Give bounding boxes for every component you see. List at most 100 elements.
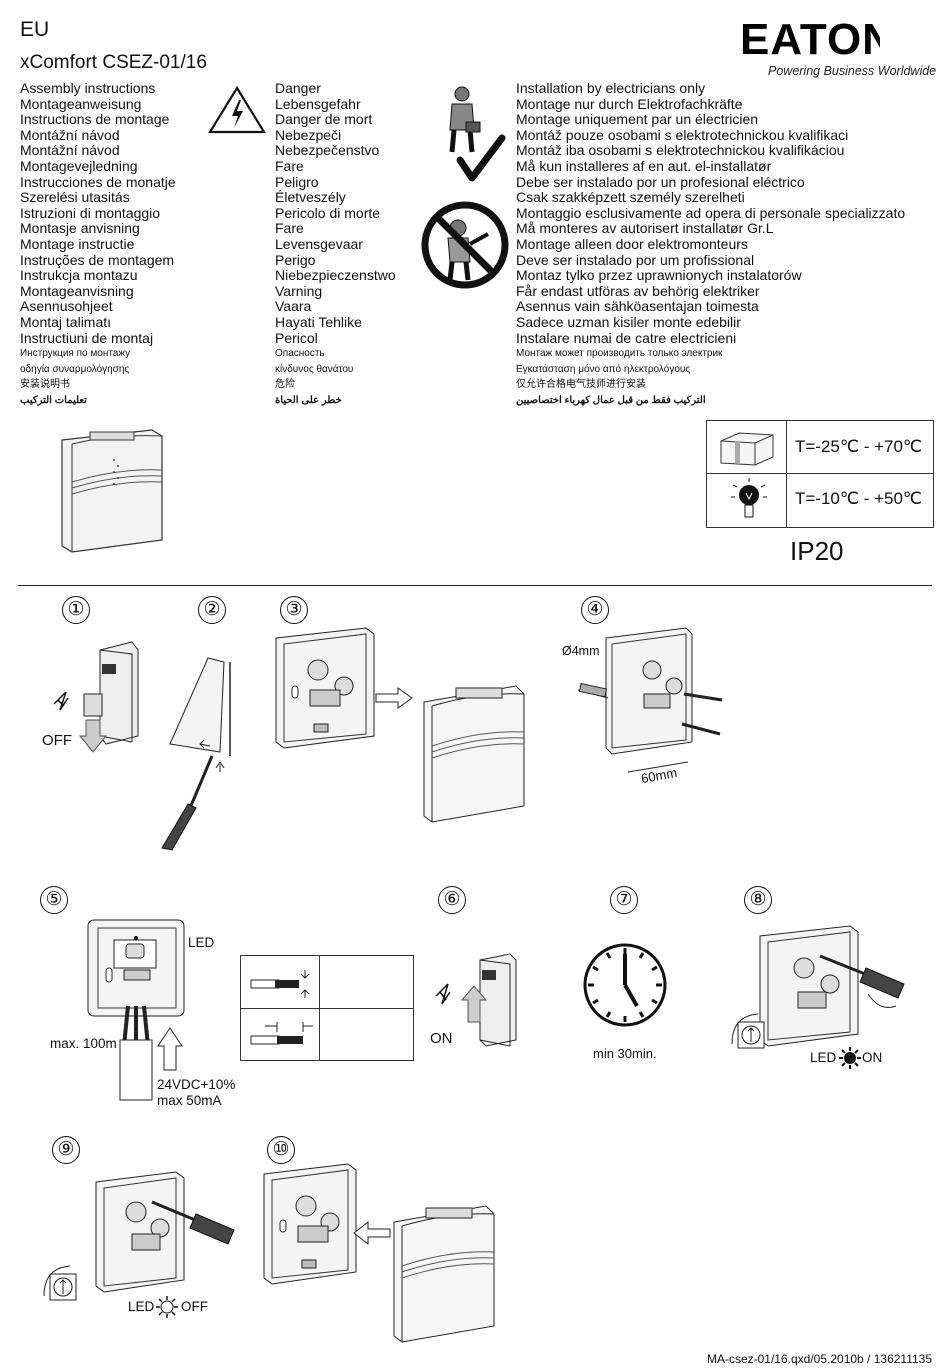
list-item: Montage nur durch Elektrofachkräfte xyxy=(516,95,743,112)
list-item: Pericolo di morte xyxy=(275,204,381,221)
list-item: Asennusohjeet xyxy=(20,298,113,315)
step-number-7: ⑦ xyxy=(610,886,638,914)
step-number-2: ② xyxy=(198,596,226,624)
list-item: Må monteres av autorisert installatør Gr… xyxy=(516,220,774,237)
led-label: LED xyxy=(810,1050,837,1065)
supply-current: max 50mA xyxy=(157,1093,222,1108)
wire-strip-length-icon xyxy=(250,1022,313,1045)
base-plate-illustration xyxy=(263,1163,357,1285)
list-item: خطر على الحياة xyxy=(275,394,342,406)
brand-tagline: Powering Business Worldwide xyxy=(768,64,937,78)
region-label: EU xyxy=(20,18,50,41)
list-item: Assembly instructions xyxy=(20,80,156,96)
list-item: Életveszély xyxy=(275,189,346,206)
clock-icon xyxy=(583,943,667,1027)
list-item: Montage alleen door elektromonteurs xyxy=(516,235,748,252)
electricians-only-list: Installation by electricians only Montag… xyxy=(516,80,906,408)
step-number-6: ⑥ xyxy=(438,886,466,914)
list-item: Montageanweisung xyxy=(20,95,142,112)
list-item: Peligro xyxy=(275,173,319,190)
list-item: Montáž pouze osobami s elektrotechnickou… xyxy=(516,126,849,143)
list-item: Sadece uzman kisiler monte edebilir xyxy=(516,313,741,330)
off-label: OFF xyxy=(42,732,72,749)
list-item: Levensgevaar xyxy=(275,235,363,252)
circuit-breaker-off-illustration xyxy=(53,641,139,753)
list-item: Montage instructie xyxy=(20,235,135,252)
list-item: κίνδυνος θανάτου xyxy=(275,363,354,375)
list-item: οδηγία συναρμολόγησης xyxy=(20,363,130,375)
list-item: Niebezpieczenstwo xyxy=(275,267,396,284)
device-cover-illustration xyxy=(61,429,163,553)
list-item: Instrucciones de monatje xyxy=(20,173,176,190)
list-item: Montagevejledning xyxy=(20,157,138,174)
list-item: التركيب فقط من قبل عمال كهرباء اختصاصيين xyxy=(516,394,706,406)
wiring-illustration xyxy=(87,919,185,1101)
step-number-1: ① xyxy=(62,596,90,624)
list-item: Монтаж может производить только электрик xyxy=(516,348,723,360)
arrow-up-icon xyxy=(157,1027,183,1071)
list-item: Varning xyxy=(275,282,323,299)
step-number-10: ⑩ xyxy=(267,1136,295,1164)
step-number-9: ⑨ xyxy=(52,1136,80,1164)
screwdriver-open-cover-illustration xyxy=(161,657,231,851)
list-item: Nebezpeči xyxy=(275,126,342,143)
list-item: Montageanvisning xyxy=(20,282,134,299)
led-state-on: ON xyxy=(862,1050,883,1065)
list-item: Får endast utföras av behörig elektriker xyxy=(516,282,760,299)
list-item: Montaj talimatı xyxy=(20,313,112,330)
list-item: Instructions de montage xyxy=(20,111,170,128)
list-item: Fare xyxy=(275,220,304,237)
led-on-icon xyxy=(839,1047,861,1069)
commissioning-screwdriver-illustration xyxy=(731,925,905,1049)
arrow-left-icon xyxy=(353,1220,391,1246)
max-cable-length: max. 100m xyxy=(50,1036,117,1051)
list-item: Montážní návod xyxy=(20,142,120,159)
list-item: Debe ser instalado por un profesional el… xyxy=(516,173,805,190)
list-item: Csak szakképzett személy szerelheti xyxy=(516,189,745,206)
list-item: Lebensgefahr xyxy=(275,95,361,112)
step-number-3: ③ xyxy=(280,596,308,624)
list-item: Danger de mort xyxy=(275,111,373,128)
list-item: Montaggio esclusivamente ad opera di per… xyxy=(516,204,906,221)
list-item: Montáž iba osobami s elektrotechnickou k… xyxy=(516,142,845,159)
step-number-5: ⑤ xyxy=(40,886,68,914)
electrician-approved-icon xyxy=(449,86,506,182)
list-item: Må kun installeres af en aut. el-install… xyxy=(516,157,772,174)
document-reference: MA-csez-01/16.qxd/05.2010b / 136211135 xyxy=(706,1352,932,1366)
finish-commissioning-illustration xyxy=(43,1171,235,1301)
storage-temperature: T=-25℃ - +70℃ xyxy=(795,437,923,456)
list-item: Instrukcja montazu xyxy=(20,267,138,284)
arrow-right-icon xyxy=(375,687,413,709)
section-divider xyxy=(18,585,932,586)
list-item: Montage uniquement par un électricien xyxy=(516,111,759,128)
list-item: 危险 xyxy=(275,379,295,391)
list-item: Pericol xyxy=(275,329,318,346)
list-item: Instruções de montagem xyxy=(20,251,175,268)
wall-mounting-illustration xyxy=(577,627,723,773)
no-unqualified-person-icon xyxy=(421,201,509,289)
list-item: Fare xyxy=(275,157,304,174)
eaton-logo: EATON xyxy=(740,16,880,60)
danger-list: Danger Lebensgefahr Danger de mort Nebez… xyxy=(275,80,396,408)
list-item: Szerelési utasitás xyxy=(20,189,130,206)
base-plate-illustration xyxy=(275,627,375,749)
assembly-instructions-list: Assembly instructions Montageanweisung I… xyxy=(20,80,176,408)
svg-text:EATON: EATON xyxy=(740,16,880,60)
led-state-off: OFF xyxy=(181,1299,208,1314)
device-cover-illustration xyxy=(393,1205,495,1343)
list-item: Istruzioni di montaggio xyxy=(20,204,161,221)
drill-hole-diameter: Ø4mm xyxy=(562,644,600,658)
list-item: 仅允许合格电气技师进行安装 xyxy=(516,379,646,391)
supply-voltage: 24VDC+10% xyxy=(157,1077,236,1092)
product-title: xComfort CSEZ-01/16 xyxy=(20,52,207,73)
step-number-8: ⑧ xyxy=(744,886,772,914)
temperature-table: T=-25℃ - +70℃ T=-10℃ - +50℃ xyxy=(706,420,934,528)
list-item: Installation by electricians only xyxy=(516,80,706,96)
list-item: Asennus vain sähköasentajan toimesta xyxy=(516,298,759,315)
device-cover-illustration xyxy=(423,685,525,823)
circuit-breaker-on-illustration xyxy=(435,953,517,1047)
list-item: Instructiuni de montaj xyxy=(20,329,154,346)
list-item: Vaara xyxy=(275,298,312,315)
step-number-4: ④ xyxy=(581,596,609,624)
list-item: تعليمات التركيب xyxy=(20,394,87,406)
